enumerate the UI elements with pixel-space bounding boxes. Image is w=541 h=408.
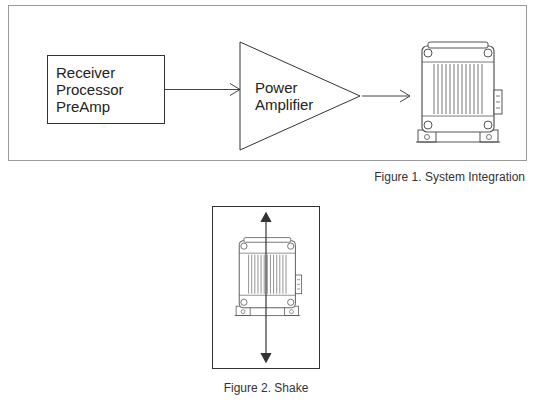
figure-caption: Figure 2. Shake bbox=[224, 381, 309, 395]
amp-to-shaker-arrow bbox=[362, 90, 410, 102]
figure-frame bbox=[9, 6, 527, 161]
figure-frame bbox=[213, 207, 320, 369]
node-text: Power Amplifier bbox=[255, 79, 327, 113]
signal-arrow bbox=[165, 84, 240, 96]
shaker-illustration bbox=[416, 42, 502, 142]
figure-caption: Figure 1. System Integration bbox=[374, 170, 525, 184]
shaker-illustration bbox=[235, 238, 302, 316]
amplifier-triangle: Power Amplifier bbox=[240, 42, 360, 150]
node-text: Receiver Processor PreAmp bbox=[56, 64, 156, 115]
shake-arrow bbox=[261, 213, 271, 362]
process-box: Receiver Processor PreAmp bbox=[47, 55, 165, 124]
